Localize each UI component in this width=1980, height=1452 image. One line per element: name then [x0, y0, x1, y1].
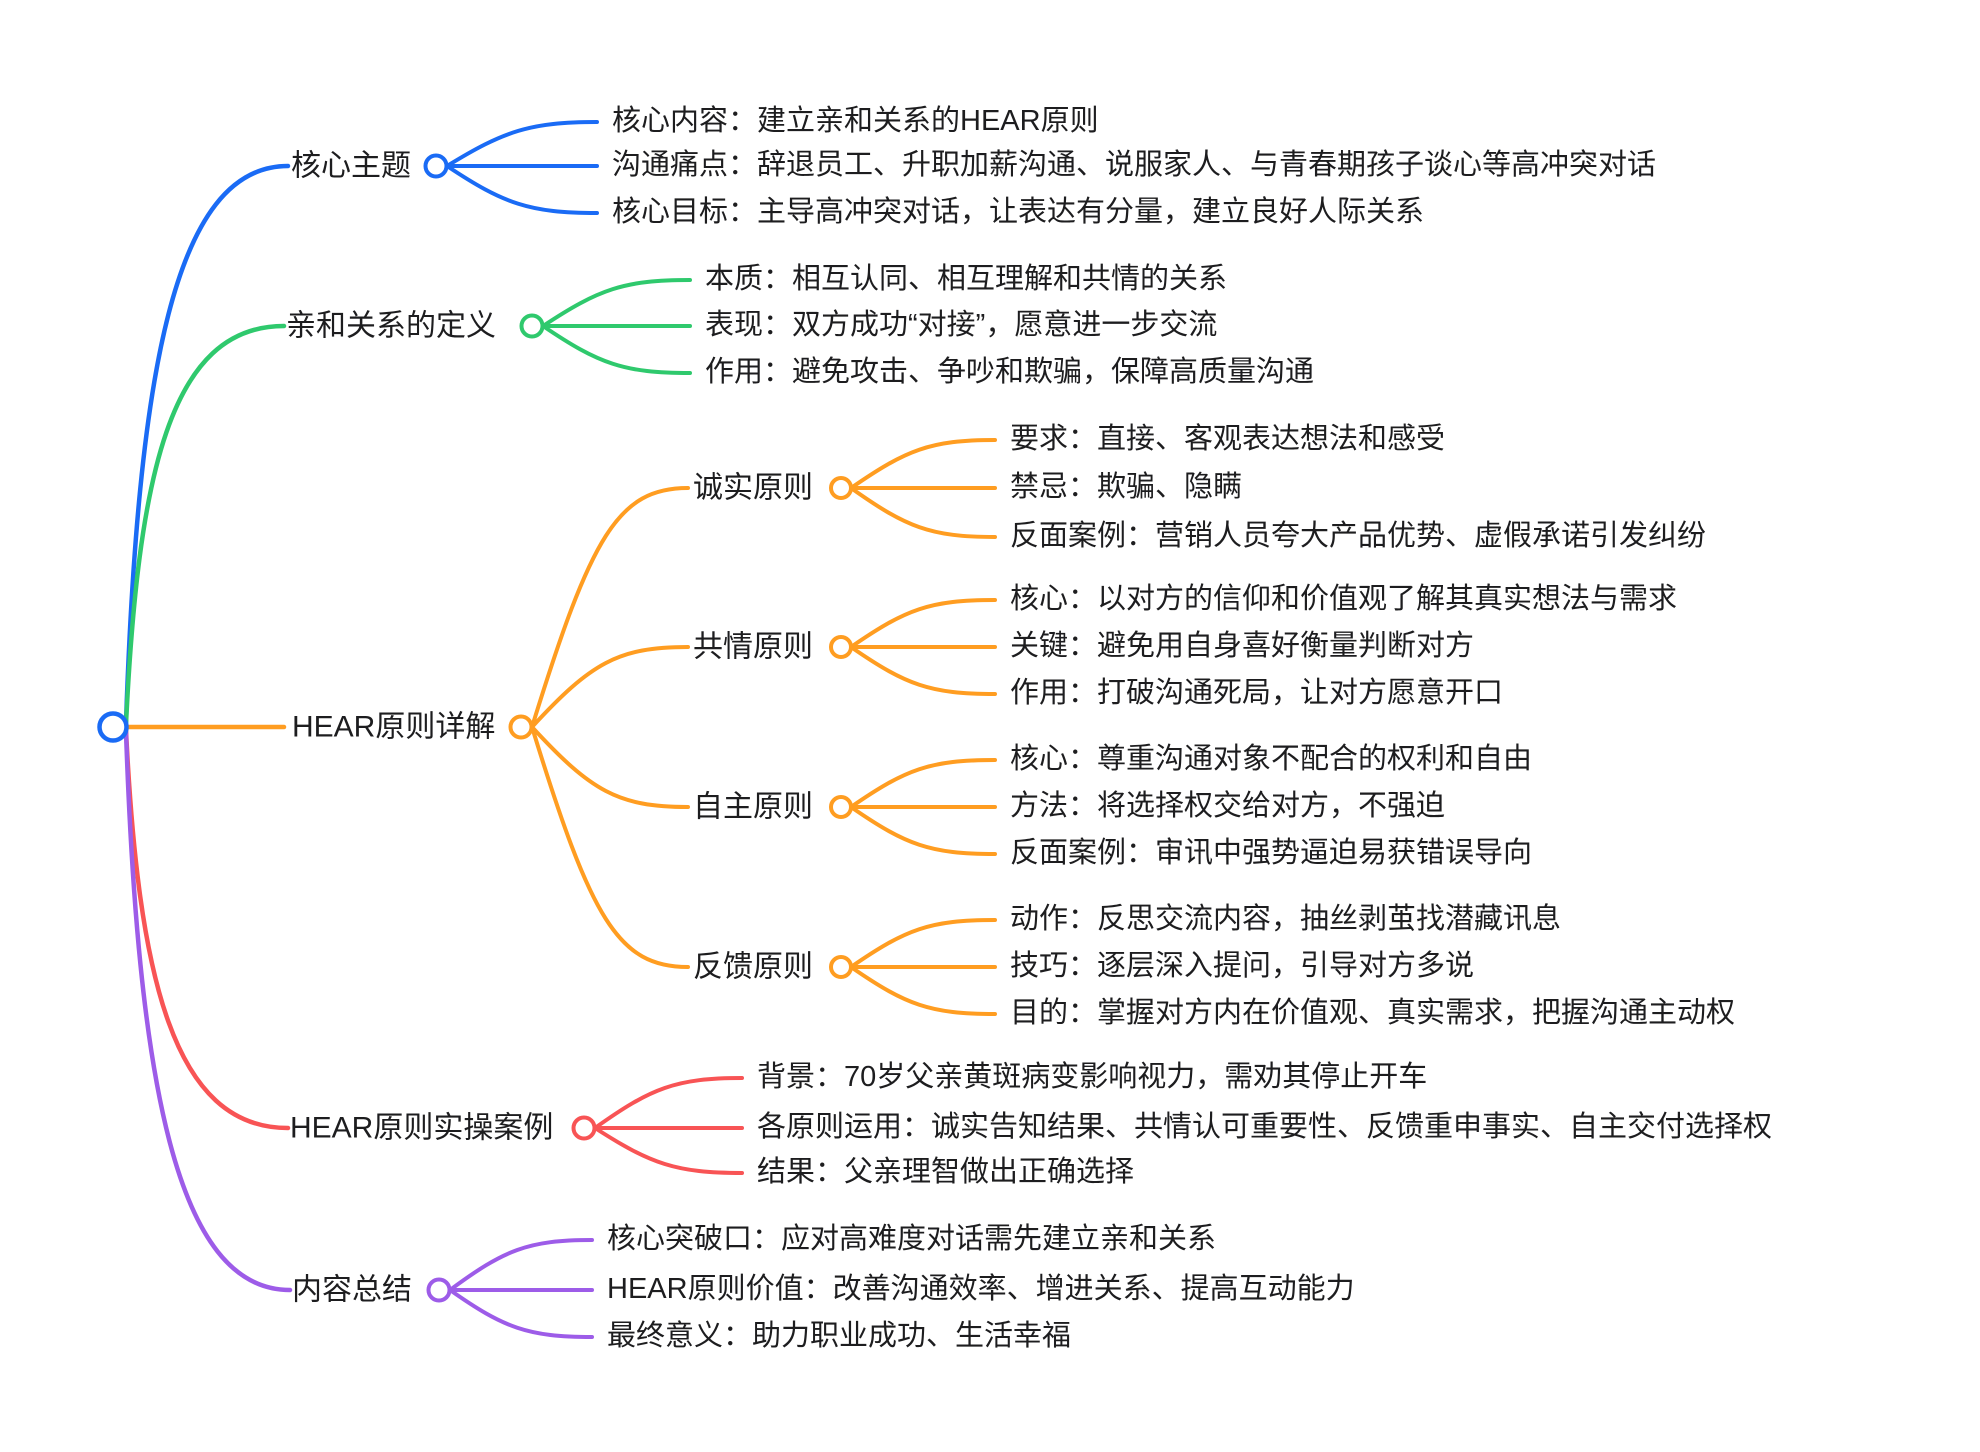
node-circle-empathy[interactable]: [829, 635, 853, 659]
leaf-curve: [849, 758, 997, 809]
leaf-autonomy-counterexample[interactable]: 反面案例：审讯中强势逼迫易获错误导向: [1010, 837, 1533, 870]
topic-curve-autonomy: [530, 725, 690, 809]
leaf-manifestation[interactable]: 表现：双方成功“对接”，愿意进一步交流: [705, 309, 1218, 342]
leaf-curve: [445, 120, 599, 168]
leaf-feedback-purpose[interactable]: 目的：掌握对方内在价值观、真实需求，把握沟通主动权: [1010, 997, 1736, 1030]
leaf-function[interactable]: 作用：避免攻击、争吵和欺骗，保障高质量沟通: [705, 356, 1315, 389]
topic-curve-feedback: [530, 725, 690, 969]
leaf-curve: [849, 486, 997, 539]
core-theme-child-curves: [445, 120, 599, 215]
leaf-curve: [849, 438, 997, 490]
root-node-circle[interactable]: [97, 711, 129, 743]
leaf-empathy-function[interactable]: 作用：打破沟通死局，让对方愿意开口: [1010, 677, 1504, 710]
leaf-curve: [849, 645, 997, 696]
leaf-honesty-taboo[interactable]: 禁忌：欺骗、隐瞒: [1010, 471, 1243, 504]
hear-case-child-curves: [593, 1076, 744, 1175]
leaf-feedback-action[interactable]: 动作：反思交流内容，抽丝剥茧找潜藏讯息: [1010, 903, 1562, 936]
branch-label-hear-case[interactable]: HEAR原则实操案例: [290, 1111, 554, 1145]
topic-label-feedback[interactable]: 反馈原则: [693, 950, 813, 984]
leaf-curve: [448, 1288, 594, 1339]
branch-label-summary[interactable]: 内容总结: [292, 1273, 412, 1307]
leaf-case-result[interactable]: 结果：父亲理智做出正确选择: [757, 1156, 1135, 1189]
branch-curve-rapport-definition: [123, 323, 287, 727]
node-circle-hear-case[interactable]: [571, 1115, 597, 1141]
branch-curve-hear-case: [123, 727, 291, 1131]
hear-principles-topic-curves: [530, 438, 997, 1016]
node-circle-rapport-definition[interactable]: [519, 313, 545, 339]
node-circle-feedback[interactable]: [829, 955, 853, 979]
topic-label-autonomy[interactable]: 自主原则: [693, 790, 813, 824]
leaf-curve: [445, 164, 599, 215]
leaf-case-background[interactable]: 背景：70岁父亲黄斑病变影响视力，需劝其停止开车: [757, 1061, 1428, 1094]
leaf-curve: [593, 1076, 744, 1130]
leaf-honesty-counterexample[interactable]: 反面案例：营销人员夸大产品优势、虚假承诺引发纠纷: [1010, 520, 1707, 553]
topic-curve-empathy: [530, 645, 690, 729]
leaf-curve: [541, 324, 692, 375]
leaf-curve: [541, 278, 692, 328]
branch-curve-core-theme: [123, 163, 291, 725]
leaf-core-goal[interactable]: 核心目标：主导高冲突对话，让表达有分量，建立良好人际关系: [612, 196, 1425, 229]
branch-curve-summary: [123, 729, 293, 1293]
leaf-autonomy-method[interactable]: 方法：将选择权交给对方，不强迫: [1010, 790, 1446, 823]
leaf-essence[interactable]: 本质：相互认同、相互理解和共情的关系: [705, 263, 1228, 296]
topic-label-honesty[interactable]: 诚实原则: [693, 471, 813, 505]
branch-curves: [123, 163, 293, 1293]
leaf-empathy-core[interactable]: 核心：以对方的信仰和价值观了解其真实想法与需求: [1010, 583, 1678, 616]
leaf-curve: [593, 1126, 744, 1175]
summary-child-curves: [448, 1238, 594, 1339]
leaf-summary-hear-value[interactable]: HEAR原则价值：改善沟通效率、增进关系、提高互动能力: [607, 1273, 1355, 1306]
leaf-honesty-requirement[interactable]: 要求：直接、客观表达想法和感受: [1010, 423, 1446, 456]
branch-label-core-theme[interactable]: 核心主题: [291, 149, 411, 183]
branch-label-hear-principles[interactable]: HEAR原则详解: [292, 710, 496, 744]
leaf-autonomy-core[interactable]: 核心：尊重沟通对象不配合的权利和自由: [1010, 743, 1533, 776]
node-circle-autonomy[interactable]: [829, 795, 853, 819]
leaf-summary-ultimate-meaning[interactable]: 最终意义：助力职业成功、生活幸福: [607, 1320, 1072, 1353]
leaf-core-content[interactable]: 核心内容：建立亲和关系的HEAR原则: [612, 105, 1099, 138]
leaf-empathy-key[interactable]: 关键：避免用自身喜好衡量判断对方: [1010, 630, 1475, 663]
topic-curve-honesty: [530, 486, 690, 729]
leaf-curve: [849, 805, 997, 856]
leaf-curve: [849, 598, 997, 649]
leaf-communication-painpoints[interactable]: 沟通痛点：辞退员工、升职加薪沟通、说服家人、与青春期孩子谈心等高冲突对话: [612, 149, 1657, 182]
topic-label-empathy[interactable]: 共情原则: [693, 630, 813, 664]
leaf-curve: [849, 965, 997, 1016]
leaf-feedback-technique[interactable]: 技巧：逐层深入提问，引导对方多说: [1010, 950, 1475, 983]
branch-label-rapport-definition[interactable]: 亲和关系的定义: [286, 309, 496, 343]
node-circle-summary[interactable]: [426, 1277, 452, 1303]
node-circle-honesty[interactable]: [829, 476, 853, 500]
node-circle-core-theme[interactable]: [423, 153, 449, 179]
leaf-case-principles-applied[interactable]: 各原则运用：诚实告知结果、共情认可重要性、反馈重申事实、自主交付选择权: [757, 1111, 1773, 1144]
leaf-curve: [448, 1238, 594, 1292]
node-circle-hear-principles[interactable]: [508, 714, 534, 740]
leaf-curve: [849, 918, 997, 969]
leaf-summary-breakthrough[interactable]: 核心突破口：应对高难度对话需先建立亲和关系: [607, 1223, 1217, 1256]
rapport-definition-child-curves: [541, 278, 692, 375]
